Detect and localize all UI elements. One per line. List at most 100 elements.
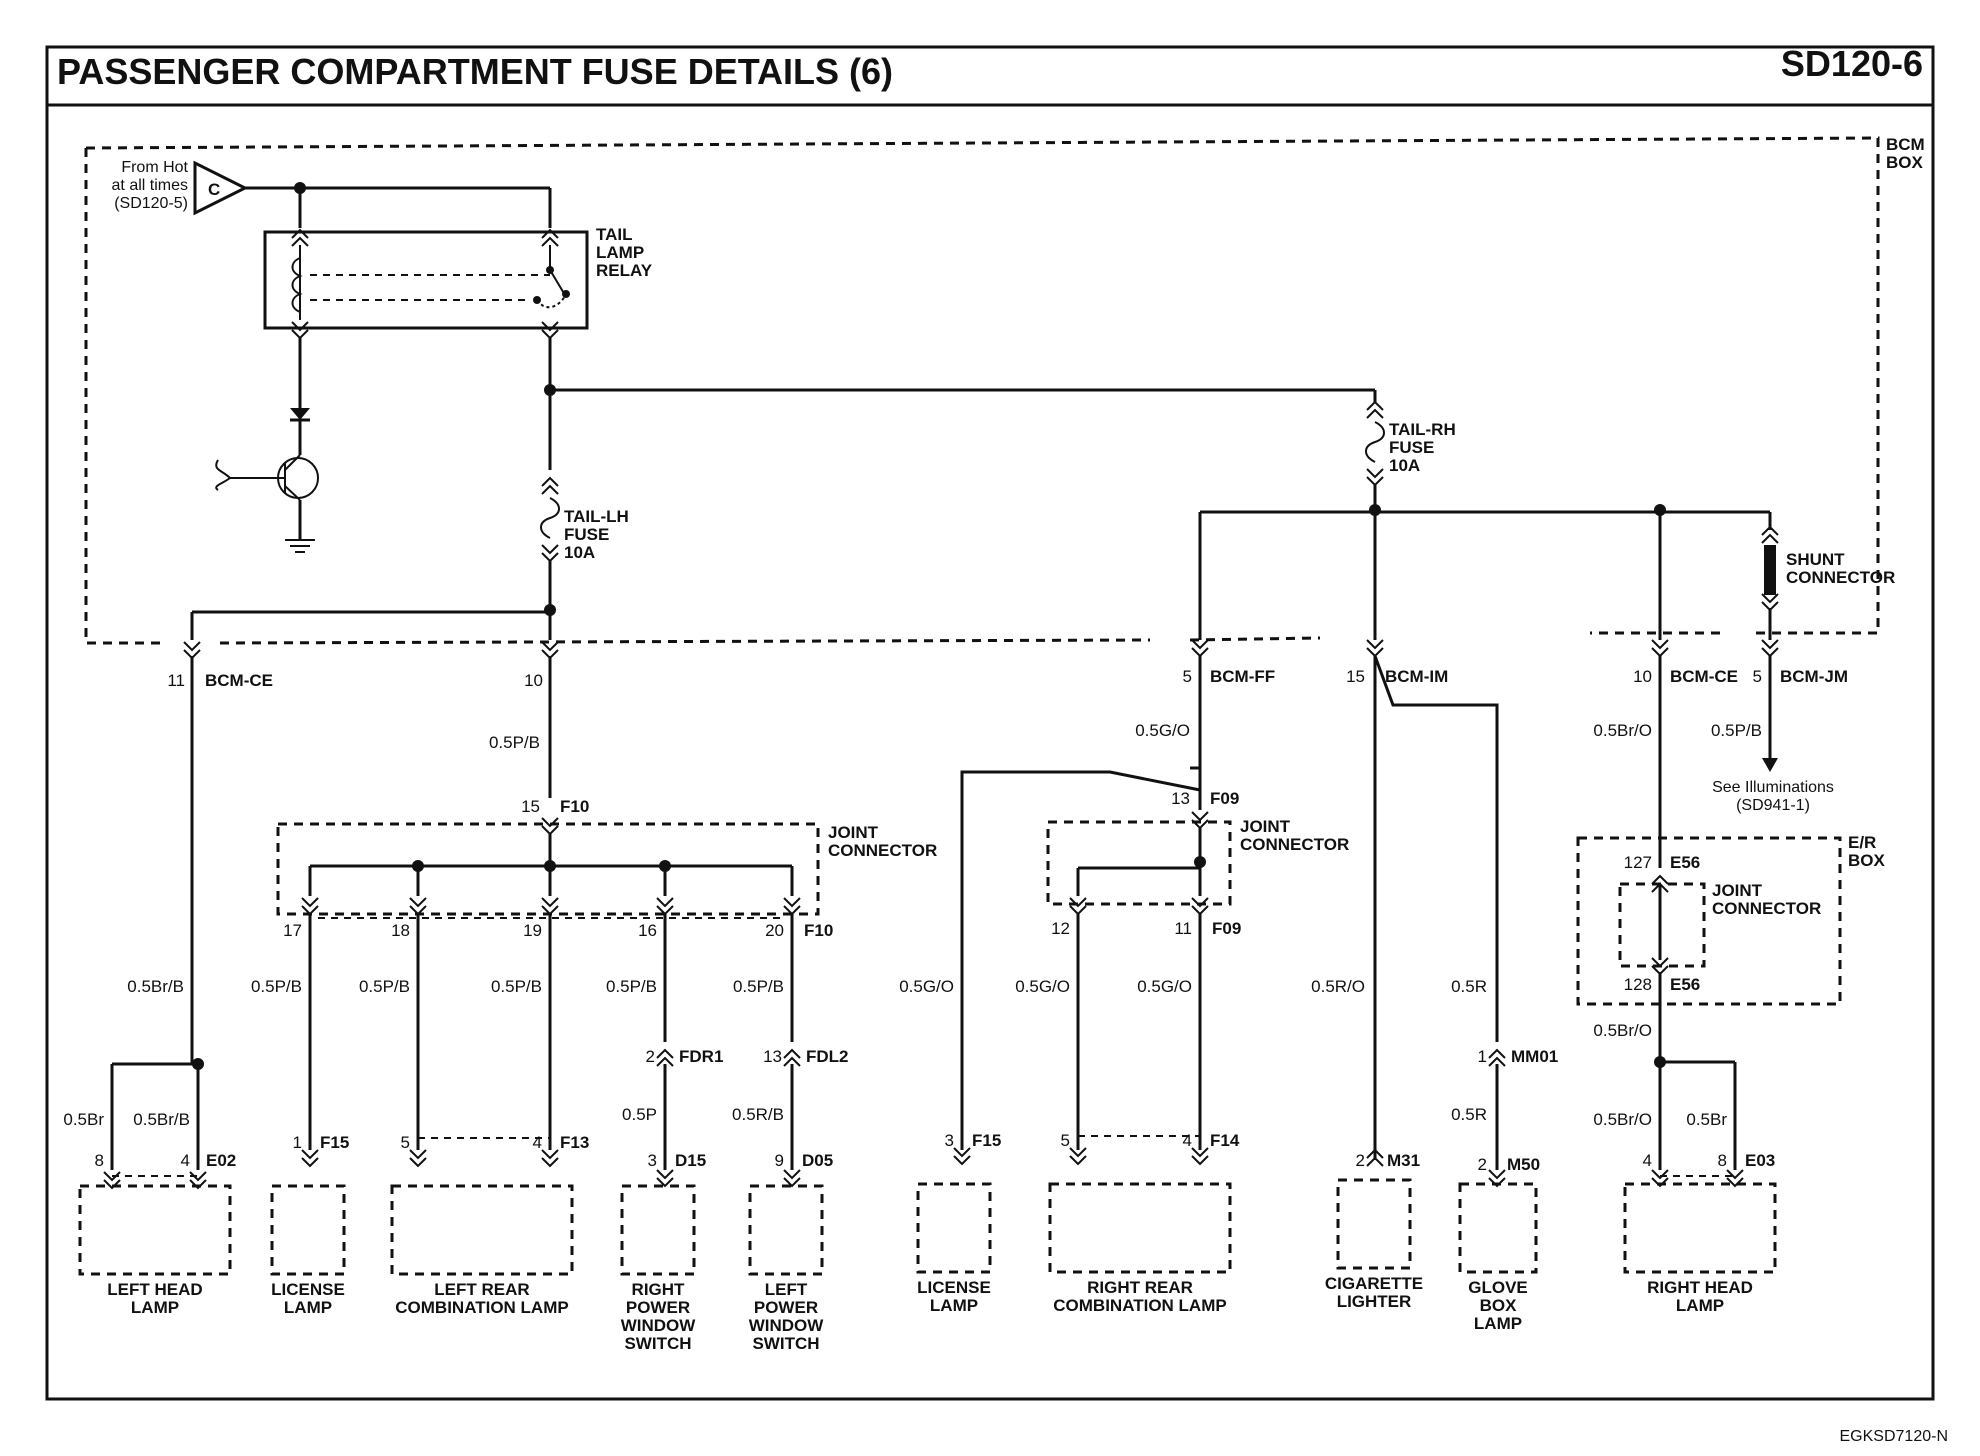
wire-0-5pb-16: 0.5P/B — [606, 977, 657, 996]
wire-0-5r-lower: 0.5R — [1451, 1105, 1487, 1124]
lpws-label-3: WINDOW — [749, 1316, 825, 1335]
joint-connector-f09 — [1046, 820, 1232, 906]
er-box-label-1: E/R — [1848, 833, 1876, 852]
f09-pin-11: 11 — [1174, 919, 1192, 938]
fuse-lh-label-3: 10A — [564, 543, 595, 562]
fdr1-name: FDR1 — [679, 1047, 723, 1066]
er-top-conn: E56 — [1670, 853, 1700, 872]
left-rear-combination-lamp — [390, 1184, 574, 1276]
left-rear-lamp-label-2: COMBINATION LAMP — [395, 1298, 568, 1317]
bcm-box-outline — [84, 136, 1880, 645]
f14-pin-4: 4 — [1183, 1131, 1192, 1150]
wire-0-5pb-17: 0.5P/B — [251, 977, 302, 996]
wire-0-5rb: 0.5R/B — [732, 1105, 784, 1124]
joint-f10-label-1: JOINT — [828, 823, 879, 842]
f10-bottom-conn: F10 — [804, 921, 833, 940]
fuse-rh-label-2: FUSE — [1389, 438, 1434, 457]
er-bottom-pin: 128 — [1624, 975, 1652, 994]
f15-right-conn: F15 — [972, 1131, 1001, 1150]
wire-0-5pb-20: 0.5P/B — [733, 977, 784, 996]
e02-conn: E02 — [206, 1151, 236, 1170]
tail-lamp-relay — [263, 230, 589, 330]
rpws-label-4: SWITCH — [624, 1334, 691, 1353]
wire-0-5bro-upper: 0.5Br/O — [1593, 721, 1652, 740]
hot-source-line-2: at all times — [112, 177, 188, 194]
f13-pin-4: 4 — [533, 1133, 542, 1152]
bcm-box-label-1: BCM — [1886, 135, 1925, 154]
cigarette-lighter — [1336, 1178, 1412, 1270]
right-rear-lamp-label-2: COMBINATION LAMP — [1053, 1296, 1226, 1315]
d15-pin: 3 — [648, 1151, 657, 1170]
right-head-lamp-label-2: LAMP — [1676, 1296, 1724, 1315]
left-rear-lamp-label-1: LEFT REAR — [434, 1280, 529, 1299]
wire-0-5bro-lower: 0.5Br/O — [1593, 1021, 1652, 1040]
wire-0-5pb-main: 0.5P/B — [489, 733, 540, 752]
bcm-box-label-2: BOX — [1886, 153, 1924, 172]
glove-box-label-3: LAMP — [1474, 1314, 1522, 1333]
wire-0-5r-upper: 0.5R — [1451, 977, 1487, 996]
bcm-pin-5-jm: 5 — [1753, 667, 1762, 686]
m50-pin: 2 — [1478, 1155, 1487, 1174]
right-power-window-switch — [620, 1184, 696, 1276]
license-lamp-right-label-2: LAMP — [930, 1296, 978, 1315]
left-head-lamp-label-1: LEFT HEAD — [107, 1280, 202, 1299]
wire-0-5pb-jm: 0.5P/B — [1711, 721, 1762, 740]
fdr1-pin: 2 — [646, 1047, 655, 1066]
mm01-pin: 1 — [1478, 1047, 1487, 1066]
f09-bottom-conn: F09 — [1212, 919, 1241, 938]
wire-0-5brb-main: 0.5Br/B — [127, 977, 184, 996]
wire-0-5go-rr-5: 0.5G/O — [1015, 977, 1070, 996]
e02-pin-4: 4 — [181, 1151, 190, 1170]
license-lamp-right — [916, 1182, 992, 1274]
rpws-label-1: RIGHT — [632, 1280, 686, 1299]
wire-0-5pb-19: 0.5P/B — [491, 977, 542, 996]
license-lamp-left — [270, 1184, 346, 1276]
wire-0-5go-license: 0.5G/O — [899, 977, 954, 996]
e03-pin-4: 4 — [1643, 1151, 1652, 1170]
bcm-pin-11-name: BCM-CE — [205, 671, 273, 690]
joint-f09-top-pin: 13 — [1171, 789, 1190, 808]
shunt-connector — [1764, 545, 1776, 595]
wire-0-5br-lh: 0.5Br — [63, 1110, 104, 1129]
right-head-lamp-label-1: RIGHT HEAD — [1647, 1278, 1753, 1297]
illum-arrow — [1762, 758, 1778, 772]
joint-connector-f10 — [276, 822, 820, 916]
f13-pin-5: 5 — [401, 1133, 410, 1152]
joint-f09-label-1: JOINT — [1240, 817, 1291, 836]
bcm-pin-10-ce: 10 — [1633, 667, 1652, 686]
glove-box-label-1: GLOVE — [1468, 1278, 1528, 1297]
tail-rh-fuse — [1365, 421, 1385, 463]
left-head-lamp — [78, 1184, 232, 1276]
bcm-pin-5: 5 — [1183, 667, 1192, 686]
relay-label-3: RELAY — [596, 261, 653, 280]
left-head-lamp-label-2: LAMP — [131, 1298, 179, 1317]
f10-pin-17: 17 — [283, 921, 302, 940]
joint-f09-label-2: CONNECTOR — [1240, 835, 1349, 854]
fdl2-pin: 13 — [763, 1047, 782, 1066]
relay-label-1: TAIL — [596, 225, 633, 244]
right-head-lamp — [1623, 1182, 1777, 1274]
wire-0-5go-rr-4: 0.5G/O — [1137, 977, 1192, 996]
joint-f10-top-pin: 15 — [521, 797, 540, 816]
fuse-lh-label-2: FUSE — [564, 525, 609, 544]
fuse-rh-label-3: 10A — [1389, 456, 1420, 475]
bcm-pin-10: 10 — [524, 671, 543, 690]
er-top-pin: 127 — [1624, 853, 1652, 872]
right-rear-lamp-label-1: RIGHT REAR — [1087, 1278, 1193, 1297]
cig-lighter-label-2: LIGHTER — [1337, 1292, 1412, 1311]
wire-0-5go-main: 0.5G/O — [1135, 721, 1190, 740]
fdl2-name: FDL2 — [806, 1047, 849, 1066]
d05-conn: D05 — [802, 1151, 833, 1170]
wire-0-5brb-lh: 0.5Br/B — [133, 1110, 190, 1129]
er-bottom-conn: E56 — [1670, 975, 1700, 994]
bcm-pin-15-name: BCM-IM — [1385, 667, 1448, 686]
diode — [290, 408, 310, 420]
e02-pin-8: 8 — [95, 1151, 104, 1170]
er-box — [1576, 836, 1842, 1006]
license-lamp-left-label-2: LAMP — [284, 1298, 332, 1317]
footer-code: EGKSD7120-N — [1840, 1428, 1949, 1445]
f10-pin-16: 16 — [638, 921, 657, 940]
shunt-label-1: SHUNT — [1786, 550, 1845, 569]
er-joint-label-1: JOINT — [1712, 881, 1763, 900]
wire-0-5p: 0.5P — [622, 1105, 657, 1124]
